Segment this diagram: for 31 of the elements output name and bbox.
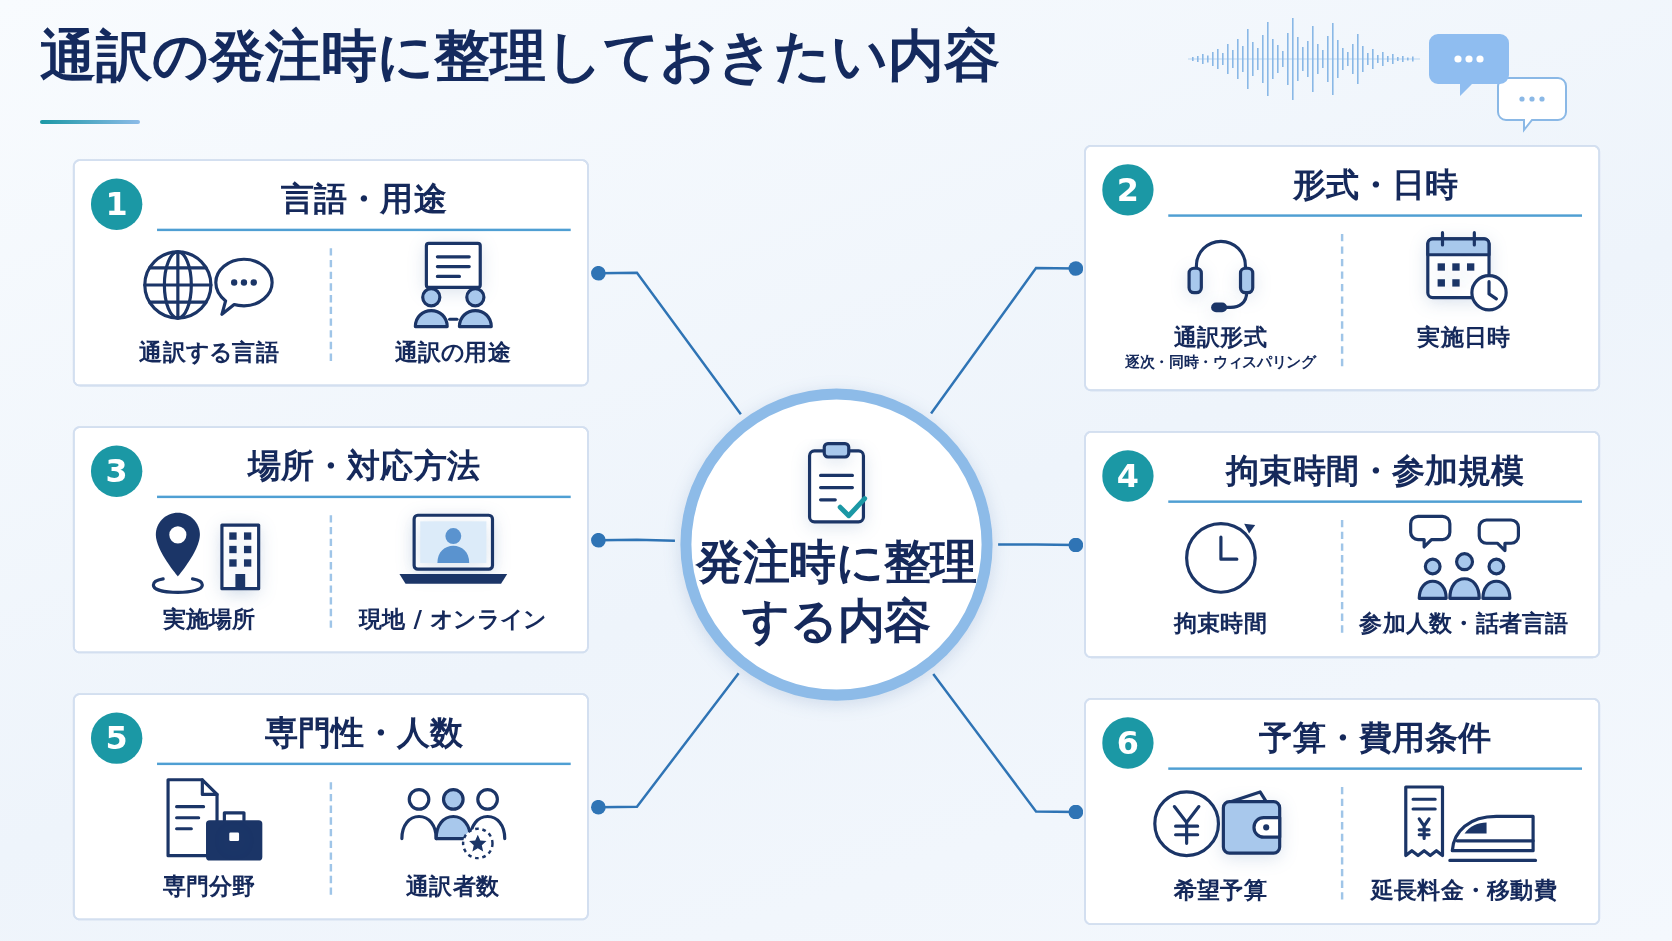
page-title: 通訳の発注時に整理しておきたい内容 — [40, 22, 1000, 90]
hub-title: 発注時に整理する内容 — [694, 534, 978, 650]
connector-line — [931, 673, 1083, 820]
item-label: 実施場所 — [162, 604, 256, 635]
connector-line — [929, 261, 1083, 415]
topic-card — [72, 693, 589, 921]
item-label: 参加人数・話者言語 — [1358, 608, 1569, 639]
card-heading: 形式・日時 — [1167, 162, 1582, 218]
card-heading: 拘束時間・参加規模 — [1167, 449, 1582, 504]
item-label: 通訳形式 — [1173, 322, 1267, 353]
topic-card — [1083, 430, 1600, 659]
card-heading: 専門性・人数 — [156, 711, 571, 766]
card-heading: 予算・費用条件 — [1167, 716, 1582, 771]
connector-line — [590, 672, 740, 815]
card-heading: 言語・用途 — [156, 177, 571, 232]
topic-card — [1083, 144, 1600, 392]
item-label: 希望予算 — [1173, 875, 1267, 906]
item-label: 拘束時間 — [1173, 608, 1267, 639]
connector-line — [590, 265, 742, 415]
item-label: 専門分野 — [162, 871, 256, 902]
item-label: 実施日時 — [1416, 322, 1510, 353]
hub-circle — [679, 388, 993, 701]
connector-line — [590, 532, 675, 548]
item-label: 現地 / オンライン — [358, 604, 546, 635]
item-label: 延長料金・移動費 — [1370, 875, 1557, 906]
connector-line — [997, 537, 1083, 553]
item-note: 逐次・同時・ウィスパリング — [1124, 354, 1316, 374]
card-heading: 場所・対応方法 — [156, 444, 571, 499]
item-label: 通訳の用途 — [394, 337, 511, 368]
item-label: 通訳者数 — [405, 871, 499, 902]
item-label: 通訳する言語 — [138, 337, 279, 368]
